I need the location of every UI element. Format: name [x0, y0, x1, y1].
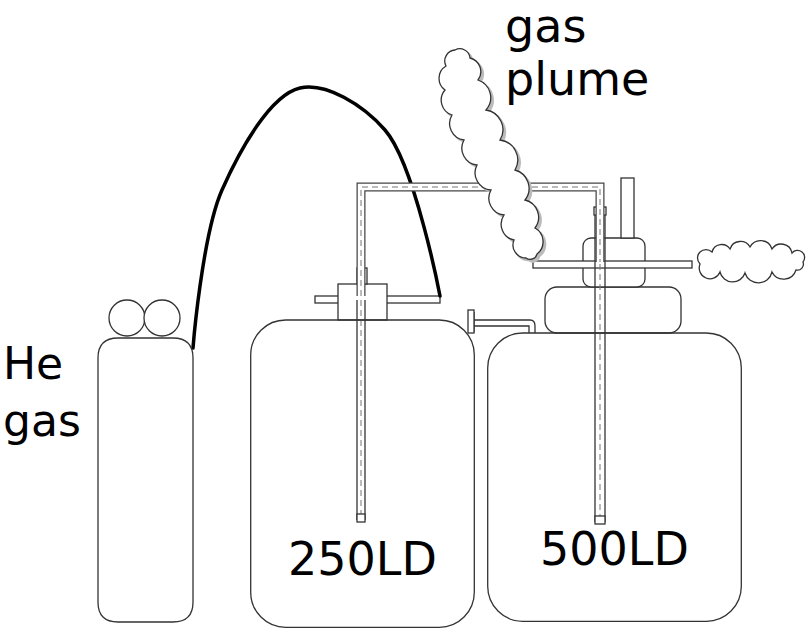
inner-tube: [604, 212, 605, 522]
valve-handle: [468, 310, 474, 333]
gas-hose: [193, 87, 440, 348]
dewar-250: 250LD: [250, 296, 475, 628]
tube-tip: [357, 514, 365, 522]
inner-tube: [356, 300, 357, 520]
hose-line: [193, 87, 440, 348]
small-cloud: [698, 241, 805, 283]
gas-plume: gas plume: [440, 48, 545, 262]
dewar-label: 500LD: [487, 522, 742, 577]
side-arm: [533, 261, 692, 268]
tube-center: [361, 187, 600, 296]
callout-label: gas plume: [505, 0, 675, 106]
dewar-500: 500LD: [487, 262, 742, 622]
cylinder-valve: [109, 300, 145, 336]
gas-cylinder: He gas: [98, 300, 193, 622]
inner-tube-center: [361, 300, 362, 518]
tube-wall: [361, 187, 600, 296]
dewar-body: [251, 320, 475, 627]
inner-tube: [364, 300, 365, 520]
dewar-label: 250LD: [250, 532, 475, 587]
tube-bore: [361, 187, 600, 296]
transfer-line: [361, 187, 600, 296]
node-outline: [98, 300, 193, 622]
callout-label: He gas: [3, 335, 95, 449]
cylinder-valve: [144, 300, 180, 336]
vent-pipe: [621, 178, 634, 238]
cylinder-body: [98, 338, 193, 622]
dewar-body: [488, 333, 742, 621]
valve: [470, 312, 535, 333]
inner-tube: [594, 212, 595, 522]
dewar-shoulder: [545, 287, 681, 333]
